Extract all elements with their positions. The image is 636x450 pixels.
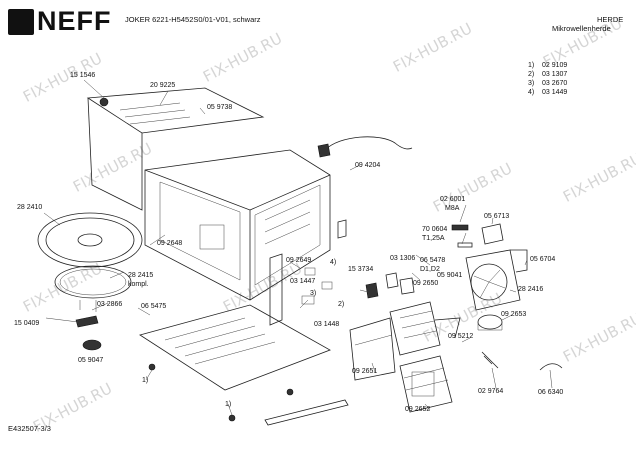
part-label: 06 5478 — [420, 257, 446, 264]
part-label: 28 2415 — [128, 272, 154, 279]
part-label: 06 6340 — [538, 389, 564, 396]
subcategory-label: Mikrowellenherde — [552, 24, 611, 33]
part-label: 09 4204 — [355, 162, 381, 169]
transformer — [399, 355, 453, 413]
part-label: 28 2410 — [17, 204, 43, 211]
diagram-code: E432507-3/3 — [8, 424, 51, 433]
part-label: 3) — [310, 290, 317, 297]
part-label: 09 5212 — [448, 333, 474, 340]
part-label: 1) — [142, 377, 149, 384]
part-label: M8A — [445, 205, 460, 212]
part-label: 05 9738 — [207, 104, 233, 111]
part-label: 05 6713 — [484, 213, 510, 220]
part-label: 28 2416 — [518, 286, 544, 293]
part-label: 05 9047 — [78, 357, 104, 364]
switches — [365, 272, 415, 299]
magnetron — [389, 301, 461, 356]
logo-mark — [8, 9, 34, 35]
power-cord — [317, 136, 413, 158]
part-label: 15 1546 — [70, 72, 96, 79]
part-label: 03 1448 — [314, 321, 340, 328]
leader-lines — [43, 79, 553, 416]
part-label: 09 2650 — [413, 280, 439, 287]
part-label: 15 0409 — [14, 320, 40, 327]
part-label: 2) — [338, 301, 345, 308]
model-title: JOKER 6221-H5452S0/01-V01, schwarz — [125, 15, 261, 24]
part-label: 4) — [330, 259, 337, 266]
legend-key: 1) — [528, 62, 535, 69]
legend-key: 2) — [528, 71, 535, 78]
category-label: HERDE — [597, 15, 624, 24]
part-label: 09 2652 — [405, 406, 431, 413]
part-label: 03 1447 — [290, 278, 316, 285]
part-label: 02 6001 — [440, 196, 466, 203]
legend-value: 02 9109 — [542, 62, 568, 69]
part-label: T1,25A — [422, 235, 445, 242]
part-label: 05 9041 — [437, 272, 463, 279]
part-label: 02 9764 — [478, 388, 504, 395]
part-label: 09 2648 — [157, 240, 183, 247]
part-label: 20 9225 — [150, 82, 176, 89]
brand-logo: NEFF — [8, 6, 111, 36]
fuses — [451, 223, 504, 248]
part-label: kompl. — [128, 281, 149, 288]
legend-key: 3) — [528, 80, 535, 87]
part-label: 03 2866 — [97, 301, 123, 308]
brand-name: NEFF — [37, 6, 112, 36]
outer-cover — [86, 87, 265, 211]
part-label: 06 5475 — [141, 303, 167, 310]
legend-value: 03 1307 — [542, 71, 568, 78]
part-label: 09 2651 — [352, 368, 378, 375]
fan — [465, 249, 528, 311]
part-label: 1) — [225, 401, 232, 408]
part-label: D1,D2 — [420, 266, 440, 273]
part-label: 05 6704 — [530, 256, 556, 263]
door-frame-parts — [269, 219, 347, 326]
part-label: 15 3734 — [348, 266, 374, 273]
turntable — [37, 212, 143, 351]
legend-value: 03 2670 — [542, 80, 568, 87]
part-label: 09 2653 — [501, 311, 527, 318]
legend-value: 03 1449 — [542, 89, 568, 96]
capacitor — [477, 314, 563, 371]
legend-key: 4) — [528, 89, 535, 96]
part-label: 03 1306 — [390, 255, 416, 262]
part-label: 09 2649 — [286, 257, 312, 264]
housing — [144, 149, 331, 301]
waveguide — [349, 317, 396, 381]
part-label: 70 0604 — [422, 226, 448, 233]
